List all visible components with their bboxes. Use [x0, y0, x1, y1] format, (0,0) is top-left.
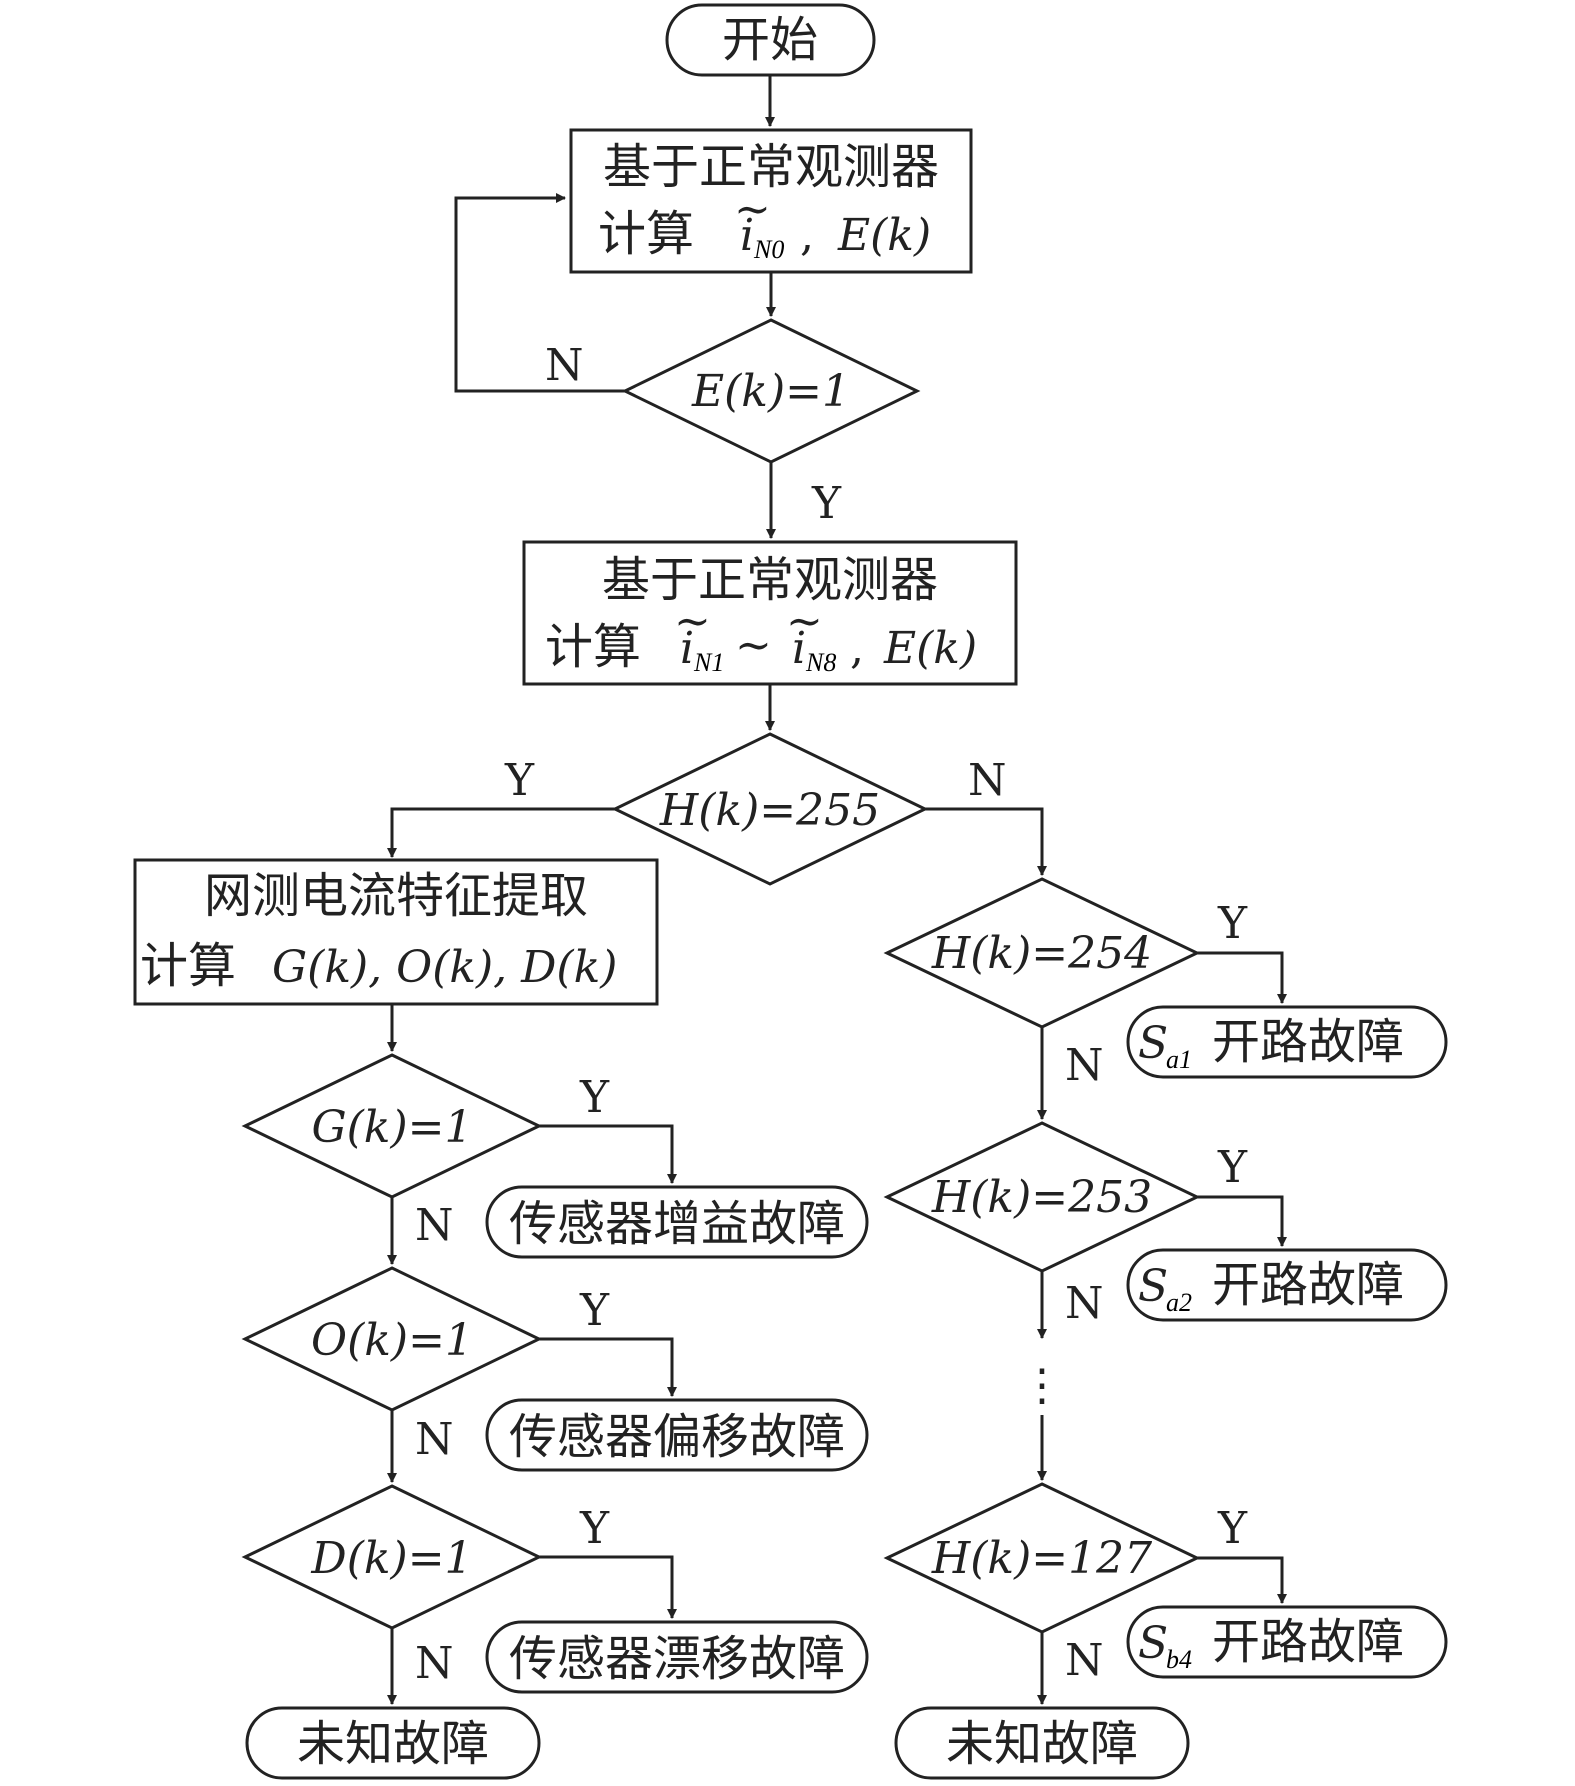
decision-o-label: O(k)=1	[311, 1315, 473, 1366]
result-sa1-fault: S a1 开路故障	[1126, 1005, 1448, 1079]
unknown-fault-right-label: 未知故障	[946, 1716, 1138, 1772]
decision-e: E(k)=1	[621, 318, 921, 464]
decision-d: D(k)=1	[241, 1484, 543, 1630]
decision-h127-label: H(k)=127	[931, 1533, 1152, 1584]
label-h253-no: N	[1065, 1278, 1104, 1329]
start-label: 开始	[722, 12, 818, 68]
label-dec-e-yes: Y	[811, 478, 842, 529]
observer-box-2-tilde-b: ~	[786, 596, 823, 647]
observer-box-1-sub: N0	[753, 235, 784, 264]
label-h127-yes: Y	[1217, 1503, 1248, 1554]
result-sb4-label: 开路故障	[1212, 1614, 1404, 1670]
observer-box-1-line1: 基于正常观测器	[603, 139, 939, 195]
arrow-h255-yes	[387, 807, 615, 858]
label-h254-no: N	[1065, 1040, 1104, 1091]
observer-box-1: 基于正常观测器 计算 i ~ N0 , E(k)	[569, 128, 973, 274]
arrow-g-yes	[539, 1124, 677, 1184]
label-dec-e-no: N	[545, 340, 584, 391]
arrow-o-yes	[539, 1337, 677, 1397]
ellipsis: ⋮	[1020, 1360, 1064, 1411]
label-h253-yes: Y	[1217, 1142, 1248, 1193]
decision-g: G(k)=1	[241, 1053, 543, 1199]
observer-box-2-tilde-a: ~	[674, 596, 711, 647]
result-sb4-sub: b4	[1166, 1645, 1192, 1674]
result-sa2-label: 开路故障	[1212, 1257, 1404, 1313]
result-offset-fault-label: 传感器偏移故障	[509, 1409, 845, 1465]
observer-box-1-ek: E(k)	[837, 210, 931, 261]
result-drift-fault: 传感器漂移故障	[485, 1620, 869, 1694]
label-g-no: N	[415, 1200, 454, 1251]
observer-box-2-var-a: i	[680, 623, 694, 674]
decision-h127: H(k)=127	[883, 1482, 1201, 1634]
label-g-yes: Y	[579, 1072, 610, 1123]
observer-box-1-var: i	[740, 210, 754, 261]
decision-h255: H(k)=255	[611, 732, 929, 886]
label-o-no: N	[415, 1414, 454, 1465]
feature-extraction-box: 网测电流特征提取 计算 G(k), O(k), D(k)	[133, 858, 659, 1006]
result-sa1-label: 开路故障	[1212, 1014, 1404, 1070]
decision-d-label: D(k)=1	[310, 1533, 472, 1584]
result-sa1-var: S	[1138, 1018, 1168, 1069]
observer-box-1-tilde: ~	[734, 184, 771, 235]
feature-box-compute: 计算	[140, 938, 236, 994]
observer-box-1-compute: 计算	[598, 206, 694, 262]
result-drift-fault-label: 传感器漂移故障	[509, 1631, 845, 1687]
label-h254-yes: Y	[1217, 898, 1248, 949]
feature-box-line1: 网测电流特征提取	[204, 868, 588, 924]
decision-h254-label: H(k)=254	[931, 928, 1152, 979]
unknown-fault-right: 未知故障	[894, 1706, 1190, 1780]
label-h127-no: N	[1065, 1635, 1104, 1686]
observer-box-2: 基于正常观测器 计算 i ~ N1 ~ i ~ N8 , E(k)	[522, 540, 1018, 686]
decision-h253: H(k)=253	[883, 1121, 1201, 1273]
result-gain-fault: 传感器增益故障	[485, 1185, 869, 1259]
decision-e-label: E(k)=1	[691, 366, 850, 417]
result-sa2-fault: S a2 开路故障	[1126, 1248, 1448, 1322]
result-sa1-sub: a1	[1166, 1045, 1192, 1074]
unknown-fault-left-label: 未知故障	[297, 1716, 489, 1772]
arrow-h254-yes	[1197, 951, 1287, 1004]
start-node: 开始	[665, 3, 876, 77]
observer-box-2-comma: ,	[850, 623, 864, 674]
decision-h254: H(k)=254	[883, 877, 1201, 1029]
arrow-h127-yes	[1197, 1556, 1287, 1604]
observer-box-2-line1: 基于正常观测器	[602, 552, 938, 608]
label-h255-yes: Y	[504, 755, 535, 806]
label-o-yes: Y	[579, 1285, 610, 1336]
observer-box-1-comma: ,	[800, 210, 814, 261]
unknown-fault-left: 未知故障	[245, 1706, 541, 1780]
decision-o: O(k)=1	[241, 1266, 543, 1412]
feature-box-vars: G(k), O(k), D(k)	[272, 942, 617, 993]
label-h255-no: N	[968, 755, 1007, 806]
observer-box-2-sub-a: N1	[693, 648, 724, 677]
observer-box-2-ek: E(k)	[883, 623, 977, 674]
decision-g-label: G(k)=1	[311, 1102, 472, 1153]
observer-box-2-sub-b: N8	[805, 648, 836, 677]
label-d-yes: Y	[579, 1503, 610, 1554]
result-sb4-fault: S b4 开路故障	[1126, 1605, 1448, 1679]
observer-box-2-var-b: i	[792, 623, 806, 674]
arrow-d-yes	[539, 1555, 677, 1619]
observer-box-2-range-sep: ~	[735, 620, 772, 671]
result-sa2-var: S	[1138, 1261, 1168, 1312]
result-gain-fault-label: 传感器增益故障	[509, 1196, 845, 1252]
result-offset-fault: 传感器偏移故障	[485, 1398, 869, 1472]
result-sa2-sub: a2	[1166, 1288, 1192, 1317]
result-sb4-var: S	[1138, 1618, 1168, 1669]
decision-h253-label: H(k)=253	[931, 1172, 1152, 1223]
arrow-dec-e-no-loop	[454, 193, 625, 393]
label-d-no: N	[415, 1638, 454, 1689]
decision-h255-label: H(k)=255	[659, 785, 880, 836]
observer-box-2-compute: 计算	[545, 619, 641, 675]
arrow-h255-no	[925, 807, 1047, 876]
arrow-h253-yes	[1197, 1195, 1287, 1247]
